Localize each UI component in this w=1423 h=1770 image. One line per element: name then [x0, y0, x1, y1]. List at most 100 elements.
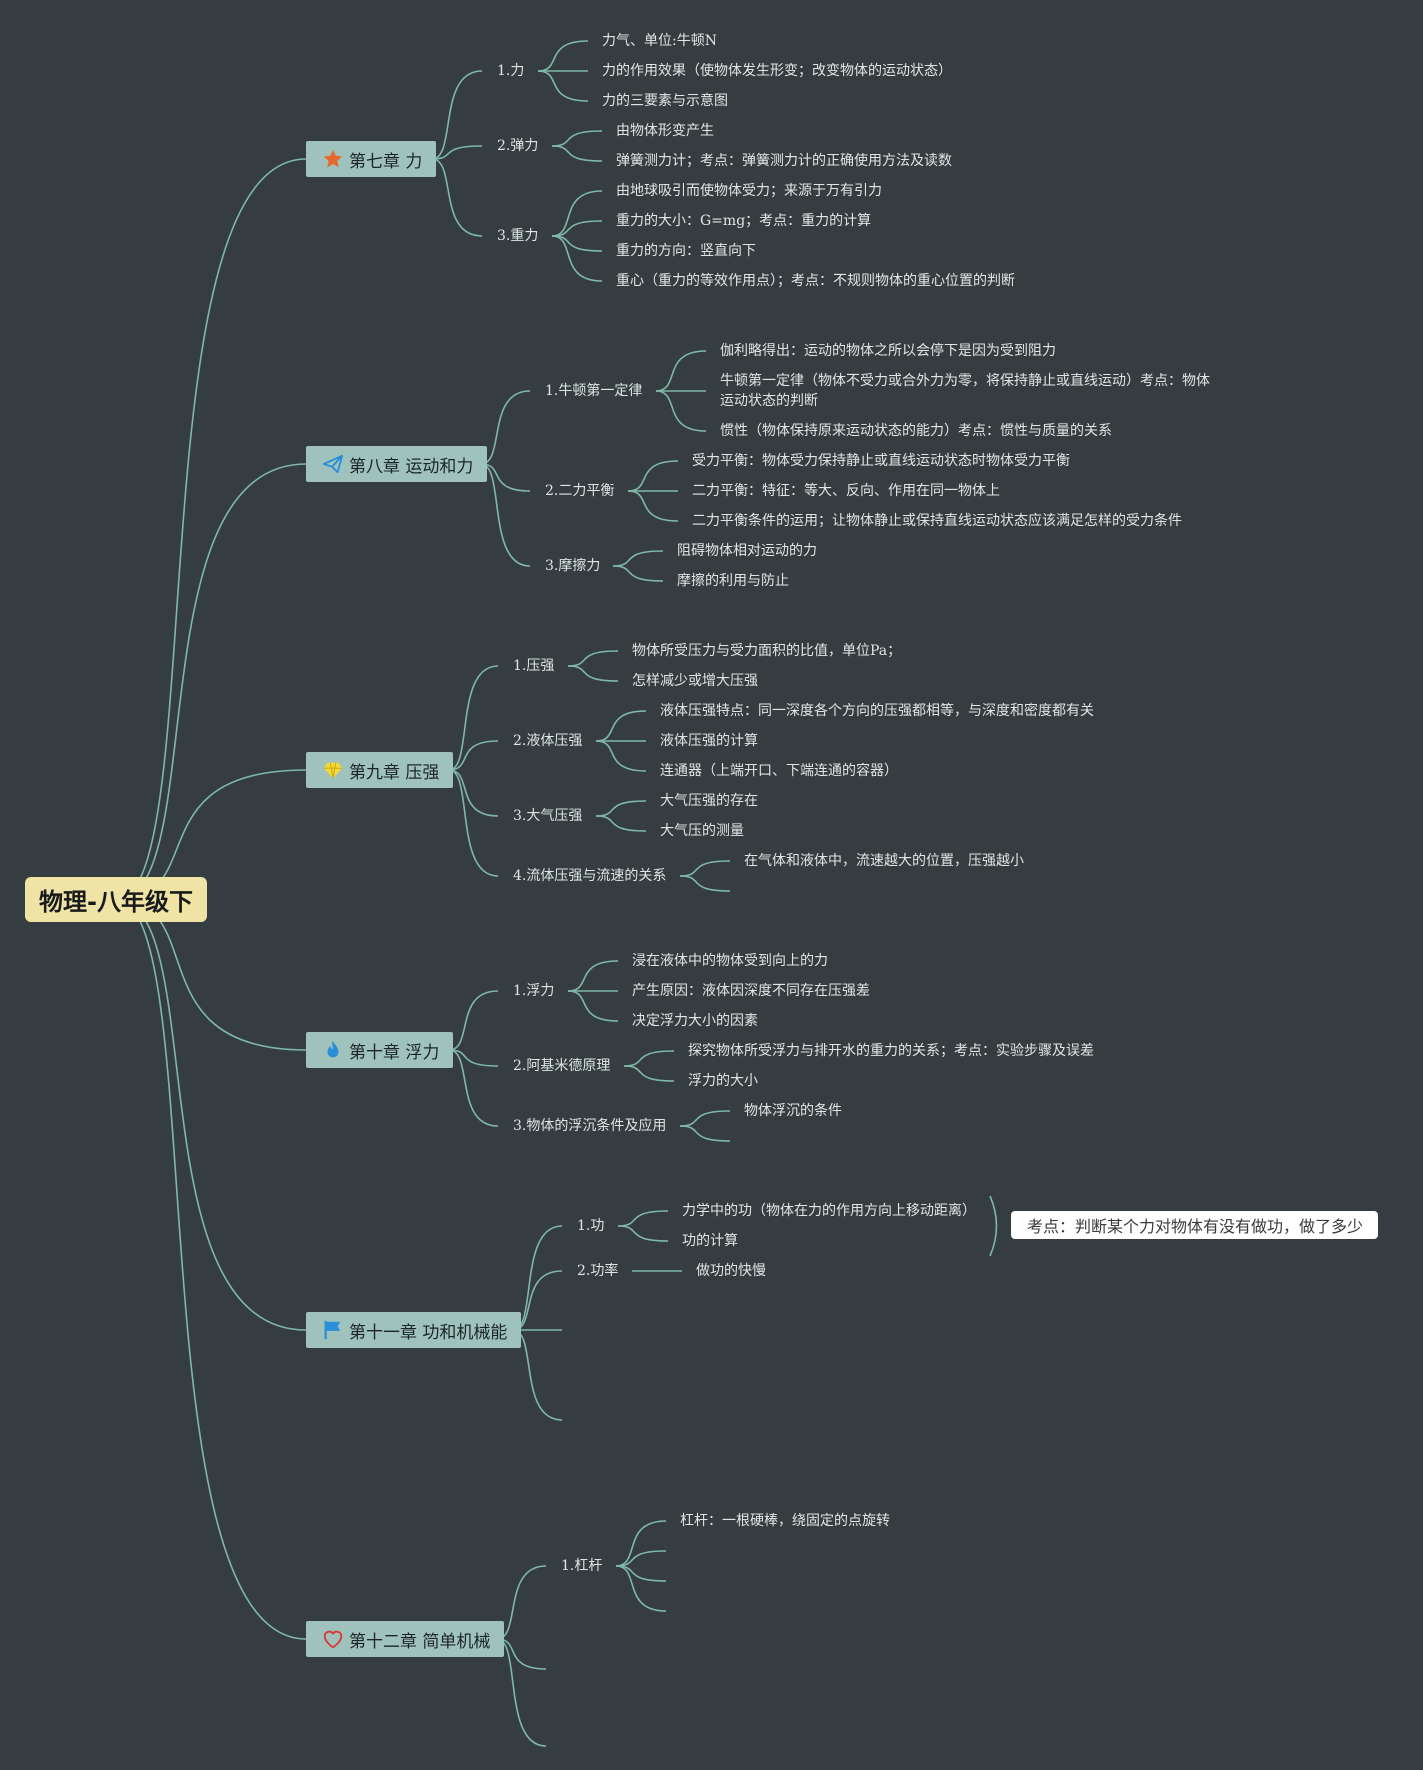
- connector: [612, 550, 664, 567]
- connector: [679, 875, 731, 892]
- leaf-item[interactable]: 连通器（上端开口、下端连通的容器）: [660, 763, 898, 779]
- connector: [480, 463, 531, 492]
- leaf-item[interactable]: 探究物体所受浮力与排开水的重力的关系；考点：实验步骤及误差: [688, 1043, 1094, 1059]
- connector: [551, 235, 603, 282]
- leaf-item[interactable]: 产生原因：液体因深度不同存在压强差: [632, 983, 870, 999]
- star-icon: [322, 148, 344, 170]
- chapter-7[interactable]: 第七章 力: [306, 141, 437, 177]
- summary-bracket: [989, 1195, 998, 1257]
- section-label[interactable]: 2.弹力: [497, 138, 539, 154]
- section-label[interactable]: 1.压强: [513, 658, 555, 674]
- connector: [595, 710, 647, 742]
- connector: [655, 350, 707, 392]
- leaf-item[interactable]: 杠杆：一根硬棒，绕固定的点旋转: [680, 1513, 890, 1529]
- leaf-item[interactable]: 在气体和液体中，流速越大的位置，压强越小: [744, 853, 1024, 869]
- fire-icon: [322, 1039, 344, 1061]
- section-label[interactable]: 3.重力: [497, 228, 539, 244]
- chapter-8[interactable]: 第八章 运动和力: [306, 446, 488, 482]
- leaf-item[interactable]: 浸在液体中的物体受到向上的力: [632, 953, 828, 969]
- leaf-item[interactable]: 摩擦的利用与防止: [677, 573, 789, 589]
- connector: [448, 1049, 499, 1067]
- chapter-label: 第十二章 简单机械: [349, 1631, 491, 1652]
- leaf-item[interactable]: 受力平衡：物体受力保持静止或直线运动状态时物体受力平衡: [692, 453, 1070, 469]
- section-label[interactable]: 1.力: [497, 63, 525, 79]
- leaf-item[interactable]: 决定浮力大小的因素: [632, 1013, 758, 1029]
- section-label[interactable]: 4.流体压强与流速的关系: [513, 868, 667, 884]
- connector: [615, 1550, 667, 1567]
- leaf-item[interactable]: 力学中的功（物体在力的作用方向上移动距离）: [682, 1203, 976, 1219]
- leaf-item[interactable]: 浮力的大小: [688, 1073, 758, 1089]
- connector: [431, 70, 483, 160]
- section-label[interactable]: 2.阿基米德原理: [513, 1058, 611, 1074]
- leaf-item[interactable]: 由物体形变产生: [616, 123, 714, 139]
- section-label[interactable]: 3.物体的浮沉条件及应用: [513, 1118, 667, 1134]
- flag-icon: [322, 1319, 344, 1341]
- leaf-item[interactable]: 大气压的测量: [660, 823, 744, 839]
- connector: [551, 130, 603, 147]
- chapter-10[interactable]: 第十章 浮力: [306, 1032, 454, 1068]
- section-label[interactable]: 1.牛顿第一定律: [545, 383, 643, 399]
- leaf-item[interactable]: 做功的快慢: [696, 1263, 766, 1279]
- section-label[interactable]: 2.液体压强: [513, 733, 583, 749]
- root-topic[interactable]: 物理-八年级下: [25, 877, 207, 922]
- leaf-item[interactable]: 阻碍物体相对运动的力: [677, 543, 817, 559]
- section-label[interactable]: 1.浮力: [513, 983, 555, 999]
- connector: [612, 565, 664, 582]
- connector: [595, 740, 647, 772]
- connector: [623, 1065, 675, 1082]
- connector: [627, 460, 679, 492]
- leaf-item[interactable]: 物体浮沉的条件: [744, 1103, 842, 1119]
- section-label[interactable]: 2.二力平衡: [545, 483, 615, 499]
- connector: [448, 990, 499, 1051]
- leaf-item[interactable]: 力气、单位:牛顿N: [602, 33, 717, 49]
- connector: [595, 815, 647, 832]
- connector: [551, 190, 603, 237]
- root-label: 物理-八年级下: [39, 888, 193, 916]
- chapter-11[interactable]: 第十一章 功和机械能: [306, 1312, 522, 1348]
- connector: [623, 1050, 675, 1067]
- connector: [679, 1110, 731, 1127]
- leaf-item[interactable]: 二力平衡条件的运用；让物体静止或保持直线运动状态应该满足怎样的受力条件: [692, 513, 1182, 529]
- connector: [617, 1225, 669, 1242]
- leaf-item[interactable]: 惯性（物体保持原来运动状态的能力）考点：惯性与质量的关系: [720, 423, 1112, 439]
- connector: [567, 960, 619, 992]
- leaf-item[interactable]: 力的三要素与示意图: [602, 93, 728, 109]
- connector: [448, 769, 499, 877]
- diamond-icon: [322, 759, 344, 781]
- leaf-item[interactable]: 物体所受压力与受力面积的比值，单位Pa；: [632, 643, 902, 659]
- leaf-item[interactable]: 大气压强的存在: [660, 793, 758, 809]
- connector: [431, 145, 483, 160]
- leaf-item[interactable]: 二力平衡：特征：等大、反向、作用在同一物体上: [692, 483, 1000, 499]
- section-label[interactable]: 1.杠杆: [561, 1558, 603, 1574]
- connector: [551, 220, 603, 237]
- connector: [115, 899, 307, 1331]
- connector: [627, 490, 679, 522]
- leaf-item[interactable]: 重力的大小：G=mg；考点：重力的计算: [616, 213, 872, 229]
- section-label[interactable]: 1.功: [577, 1218, 605, 1234]
- connector: [480, 390, 531, 465]
- leaf-item[interactable]: 液体压强的计算: [660, 733, 758, 749]
- leaf-item[interactable]: 怎样减少或增大压强: [632, 673, 758, 689]
- section-label[interactable]: 3.大气压强: [513, 808, 583, 824]
- chapter-9[interactable]: 第九章 压强: [306, 752, 454, 788]
- connector: [679, 1125, 731, 1142]
- connector: [679, 860, 731, 877]
- leaf-item[interactable]: 功的计算: [682, 1233, 738, 1249]
- chapter-12[interactable]: 第十二章 简单机械: [306, 1621, 505, 1657]
- leaf-item[interactable]: 重心（重力的等效作用点）；考点：不规则物体的重心位置的判断: [616, 273, 1015, 289]
- leaf-item[interactable]: 力的作用效果（使物体发生形变；改变物体的运动状态）: [602, 63, 952, 79]
- connector: [567, 665, 619, 682]
- connector: [480, 463, 531, 567]
- section-label[interactable]: 2.功率: [577, 1263, 619, 1279]
- callout-note[interactable]: 考点：判断某个力对物体有没有做功，做了多少: [1011, 1211, 1378, 1239]
- heart-icon: [322, 1628, 344, 1650]
- leaf-item[interactable]: 重力的方向：竖直向下: [616, 243, 756, 259]
- connector: [551, 145, 603, 162]
- leaf-item[interactable]: 液体压强特点：同一深度各个方向的压强都相等，与深度和密度都有关: [660, 703, 1094, 719]
- leaf-item[interactable]: 伽利略得出：运动的物体之所以会停下是因为受到阻力: [720, 343, 1056, 359]
- leaf-item[interactable]: 由地球吸引而使物体受力；来源于万有引力: [616, 183, 882, 199]
- leaf-item[interactable]: 牛顿第一定律（物体不受力或合外力为零，将保持静止或直线运动）考点：物体运动状态的…: [720, 373, 1210, 409]
- leaf-item[interactable]: 弹簧测力计；考点：弹簧测力计的正确使用方法及读数: [616, 153, 952, 169]
- section-label[interactable]: 3.摩擦力: [545, 558, 601, 574]
